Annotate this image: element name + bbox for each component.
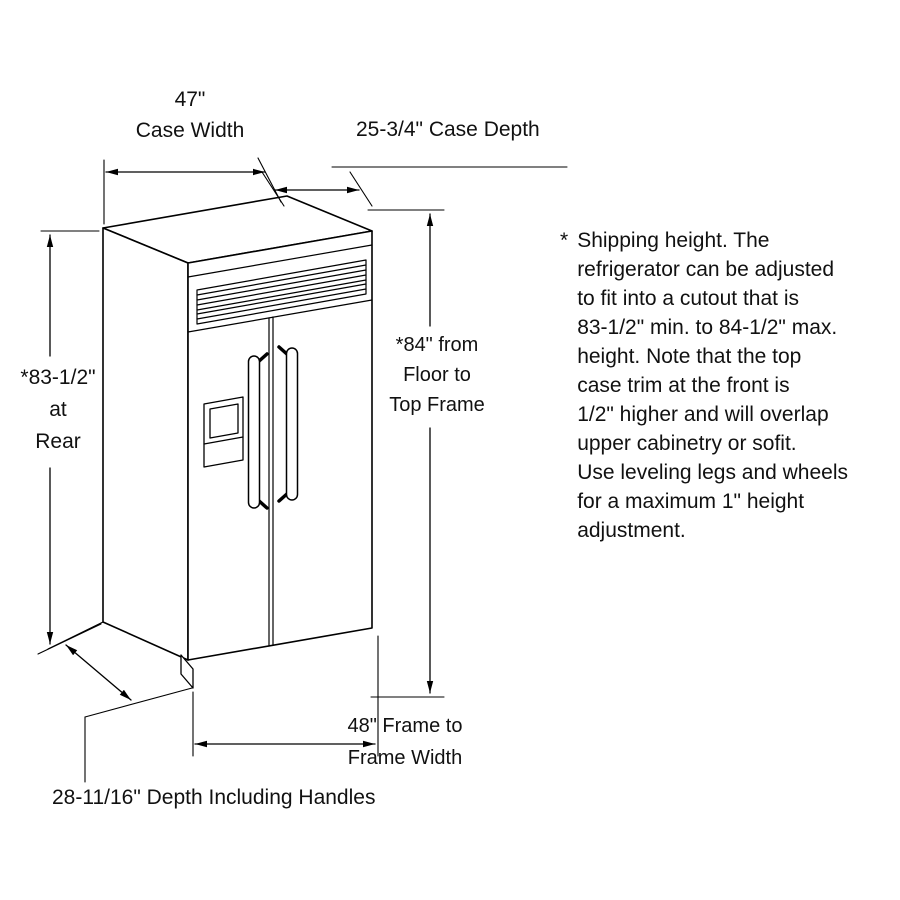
right-door-handle: [277, 345, 299, 503]
frame-to-frame-width-label: 48" Frame to Frame Width: [347, 715, 463, 769]
left-door-handle: [247, 352, 269, 510]
leveling-foot: [180, 654, 194, 689]
floor-to-top-dimension-arrow: [367, 209, 445, 698]
depth-including-handles-label: 28-11/16" Depth Including Handles: [52, 786, 376, 809]
case-depth-label: 25-3/4" Case Depth: [356, 118, 540, 141]
ventilation-grille: [196, 259, 367, 325]
door-top-line: [187, 299, 373, 333]
floor-to-top-frame-label: *84" from Floor to Top Frame: [389, 334, 485, 416]
footnote-asterisk: *: [560, 229, 569, 252]
case-width-label: 47" Case Width: [135, 88, 245, 142]
footnote-text: Shipping height. The refrigerator can be…: [577, 229, 849, 542]
dimension-lines: [37, 157, 568, 783]
fridge-front-face: [187, 230, 373, 661]
shipping-height-footnote: * Shipping height. The refrigerator can …: [560, 226, 890, 545]
frame-width-dimension-arrow: [192, 635, 379, 757]
refrigerator-illustration: [102, 195, 373, 689]
door-split-gap: [268, 316, 274, 647]
top-trim-line: [187, 244, 373, 278]
rear-height-label: *83-1/2" at Rear: [20, 366, 96, 453]
case-depth-dimension-arrow: [261, 166, 568, 207]
fridge-side-face: [102, 227, 189, 661]
handle-depth-dimension-arrow: [47, 621, 193, 783]
water-dispenser: [203, 396, 244, 468]
